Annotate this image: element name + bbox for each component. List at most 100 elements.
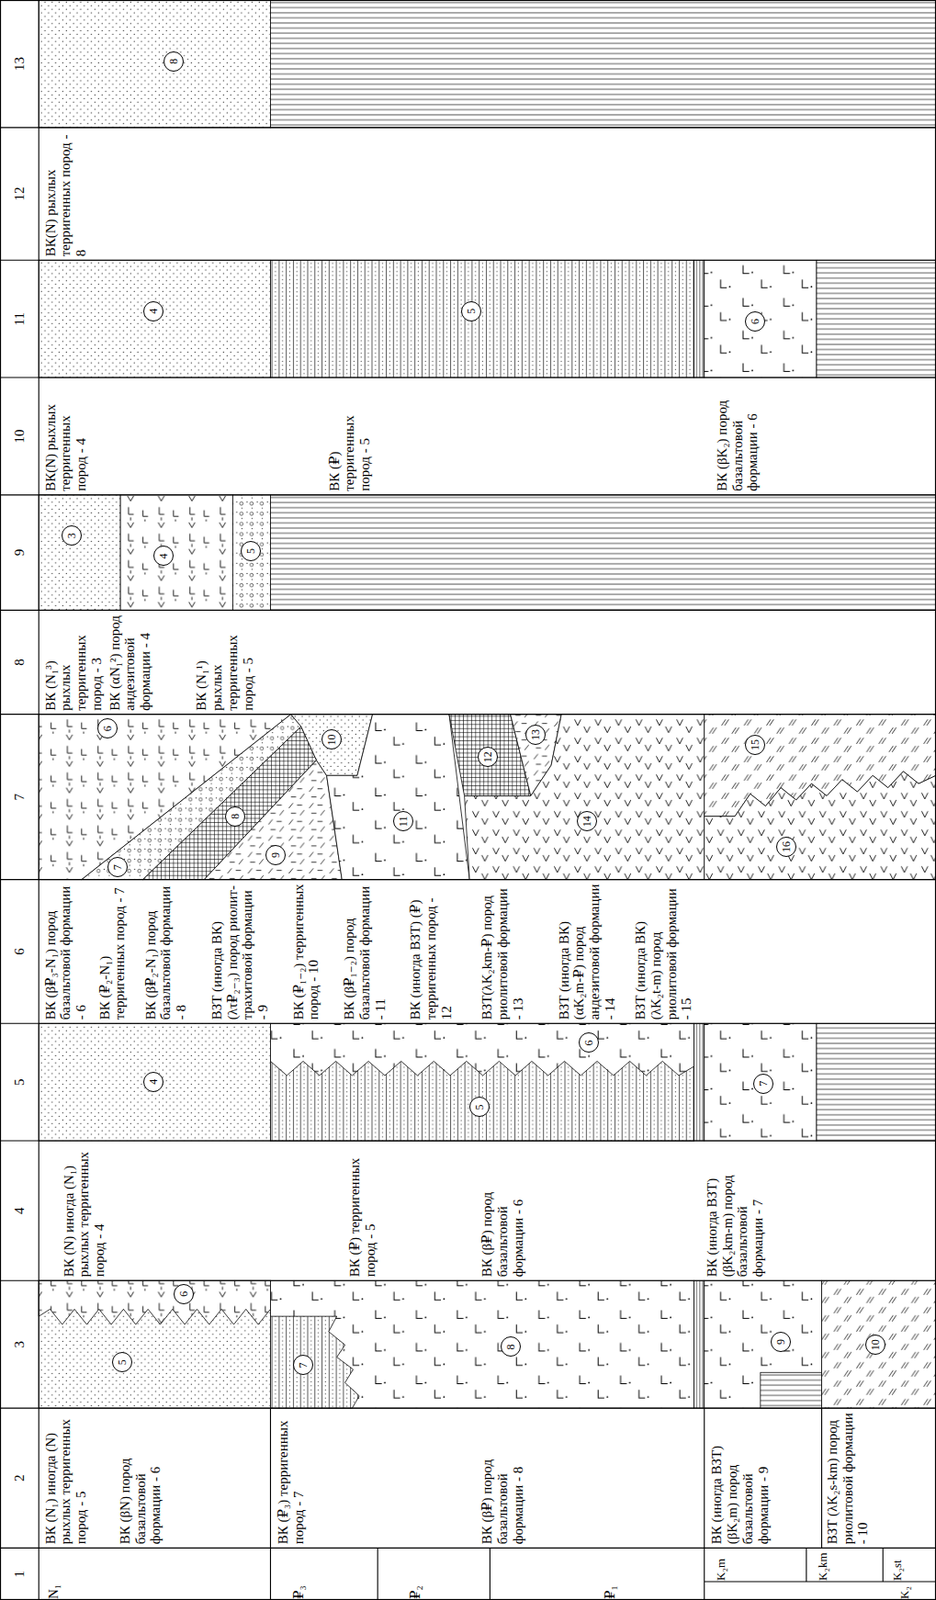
unit-description: ВК (βK₂) пород базальтовой формации - 6 bbox=[714, 381, 761, 492]
unit-number-circle: 10 bbox=[321, 729, 342, 750]
unit-number: 6 bbox=[101, 725, 113, 732]
column-number: 12 bbox=[0, 127, 39, 260]
column-number: 1 bbox=[0, 1547, 39, 1600]
stratigraphic-index: K₂ bbox=[898, 1582, 913, 1600]
unit-number-circle: 8 bbox=[163, 51, 184, 72]
unit-number-circle: 8 bbox=[225, 806, 246, 827]
stratigraphic-index: K₂st bbox=[890, 1548, 905, 1581]
column-number: 10 bbox=[0, 377, 39, 496]
unit-description: ВК (₽₂-N₁) терригенных пород - 7 bbox=[97, 883, 129, 1021]
column-number: 2 bbox=[0, 1408, 39, 1548]
unit-number: 10 bbox=[326, 733, 338, 745]
unit-number-circle: 4 bbox=[143, 1071, 164, 1093]
unit-number-circle: 8 bbox=[500, 1336, 521, 1357]
column-number: 9 bbox=[0, 495, 39, 611]
unit-number-circle: 11 bbox=[393, 811, 414, 832]
unit-number-circle: 6 bbox=[173, 1284, 194, 1305]
unit-number: 4 bbox=[157, 552, 170, 559]
unit-number-circle: 12 bbox=[477, 746, 498, 767]
column-number: 7 bbox=[0, 714, 39, 880]
unit-number-circle: 14 bbox=[576, 811, 598, 832]
unit-description: ВК (N₁) иногда (N) рыхлых терригенных по… bbox=[43, 1411, 90, 1545]
unit-number-circle: 9 bbox=[265, 845, 286, 866]
unit-number-circle: 16 bbox=[776, 836, 797, 858]
column-number: 5 bbox=[0, 1023, 39, 1141]
unit-description: ВК (иногда ВЗТ) (βK₂km-m) пород базальто… bbox=[704, 1144, 767, 1277]
unit-description: ВК (β₽₃-N₁) пород базальтовой формации -… bbox=[43, 883, 90, 1021]
unit-number-circle: 3 bbox=[61, 525, 82, 546]
unit-number: 7 bbox=[112, 864, 124, 870]
unit-number: 7 bbox=[757, 1081, 769, 1087]
column-number: 11 bbox=[0, 259, 39, 378]
stratigraphic-index: ₽₃ bbox=[291, 1548, 307, 1600]
unit-number-circle: 7 bbox=[107, 857, 128, 878]
unit-number-circle: 6 bbox=[578, 1032, 599, 1053]
unit-description: ВК (β₽) пород базальтовой формации - 8 bbox=[479, 1411, 526, 1545]
unit-number-circle: 13 bbox=[525, 724, 546, 745]
unit-description: ВК (₽) терригенных пород - 5 bbox=[347, 1144, 379, 1277]
unit-description: ВК (₽₁₋₂) терригенных пород - 10 bbox=[291, 883, 323, 1021]
unit-number-circle: 15 bbox=[744, 734, 766, 756]
unit-description: ВЗТ (λK₂s-km) пород риолитовой формации … bbox=[824, 1411, 871, 1545]
unit-number: 16 bbox=[780, 841, 792, 853]
unit-number: 5 bbox=[116, 1359, 128, 1365]
unit-description: ВЗТ (иногда ВК) (λK₂t-m) пород риолитово… bbox=[632, 883, 695, 1021]
unit-description: ВК (иногда ВЗТ) (βK₂m) пород базальтовой… bbox=[709, 1411, 771, 1545]
column-number: 6 bbox=[0, 879, 39, 1025]
unit-description: ВК (β₽₁₋₂) пород базальтовой формации - … bbox=[341, 883, 388, 1021]
stratigraphic-index: ₽₁ bbox=[602, 1548, 619, 1600]
unit-number: 15 bbox=[749, 739, 761, 751]
unit-number: 14 bbox=[581, 815, 593, 827]
unit-number: 6 bbox=[749, 318, 761, 325]
unit-number: 8 bbox=[168, 58, 180, 65]
unit-number-circle: 4 bbox=[143, 301, 164, 322]
column-number: 4 bbox=[0, 1140, 39, 1281]
column-number: 3 bbox=[0, 1280, 39, 1409]
unit-number: 8 bbox=[505, 1343, 517, 1350]
unit-number-circle: 7 bbox=[293, 1354, 314, 1376]
unit-number-circle: 5 bbox=[240, 541, 261, 562]
unit-number: 4 bbox=[147, 1079, 159, 1085]
unit-description: ВК (₽₃) терригенных пород - 7 bbox=[275, 1411, 307, 1545]
unit-description: ВК (₽) терригенных пород - 5 bbox=[327, 381, 373, 492]
stratigraphic-index: ₽₂ bbox=[407, 1548, 424, 1600]
unit-number: 10 bbox=[869, 1339, 881, 1351]
unit-number-circle: 9 bbox=[770, 1331, 791, 1353]
unit-description: ВК (N₁³) рыхлых терригенных пород - 3 bbox=[43, 613, 105, 711]
unit-number: 5 bbox=[465, 308, 477, 315]
stratigraphic-index: K₂m bbox=[714, 1548, 729, 1581]
unit-number: 4 bbox=[147, 308, 159, 315]
unit-description: ВК (β₽) пород базальтовой формации - 6 bbox=[479, 1144, 526, 1277]
unit-number-circle: 6 bbox=[744, 311, 766, 332]
unit-description: ВК (иногда ВЗТ) (₽) терригенных пород - … bbox=[407, 883, 454, 1021]
unit-number: 9 bbox=[775, 1339, 787, 1345]
stratigraphic-index: N₁ bbox=[45, 1548, 62, 1600]
unit-number-circle: 7 bbox=[753, 1073, 774, 1094]
unit-number: 12 bbox=[482, 751, 494, 763]
unit-number: 6 bbox=[178, 1291, 190, 1297]
unit-description: ВК(N) рыхлых терригенных пород - 8 bbox=[43, 131, 90, 257]
unit-number-circle: 4 bbox=[153, 545, 174, 566]
unit-number: 5 bbox=[245, 548, 257, 554]
unit-number-circle: 5 bbox=[461, 301, 482, 322]
unit-number: 8 bbox=[229, 813, 241, 820]
unit-number: 13 bbox=[530, 729, 542, 741]
unit-description: ВК (N) иногда (N₁) рыхлых терригенных по… bbox=[61, 1144, 108, 1277]
unit-number: 11 bbox=[397, 816, 409, 828]
unit-number: 7 bbox=[297, 1362, 309, 1368]
unit-description: ВК (β₽₂-N₁) пород базальтовой формации -… bbox=[143, 883, 190, 1021]
unit-description: ВЗТ (иногда ВК) (αK₂m-₽) пород андезитов… bbox=[556, 883, 619, 1021]
unit-description: ВК (N₁¹) рыхлых терригенных пород - 5 bbox=[193, 613, 256, 711]
unit-description: ВК (βN) пород базальтовой формации - 6 bbox=[117, 1411, 164, 1545]
column-number: 13 bbox=[0, 0, 39, 128]
stratigraphic-index: K₂km bbox=[816, 1548, 831, 1581]
unit-description: ВЗТ(λK₂km-₽) пород риолитовой формации -… bbox=[479, 883, 526, 1021]
unit-description: ВК(N) рыхлых терригенных пород - 4 bbox=[43, 381, 90, 492]
unit-number: 5 bbox=[473, 1104, 485, 1110]
unit-description: ВЗТ (иногда ВК) (λτ₽₂₋₃) пород риолит-тр… bbox=[209, 883, 271, 1021]
unit-number: 6 bbox=[583, 1039, 595, 1046]
unit-description: ВК (αN₁²) пород андезитовой формации - 4 bbox=[107, 613, 154, 711]
